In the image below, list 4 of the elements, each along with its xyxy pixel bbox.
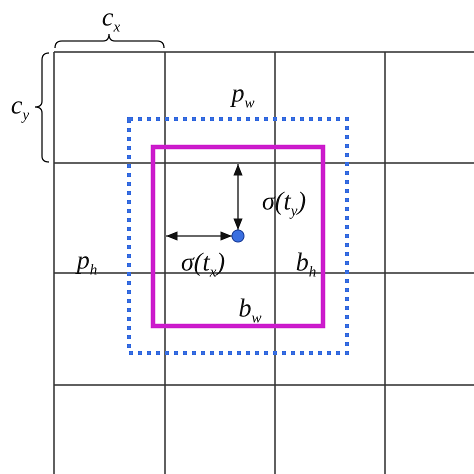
math-label: p$_{w}$ (232, 80, 254, 112)
math-label: b$_{w}$ (238, 295, 262, 327)
math-label: c$_{y}$ (10, 92, 30, 124)
math-label: c$_{x}$ (102, 4, 120, 36)
